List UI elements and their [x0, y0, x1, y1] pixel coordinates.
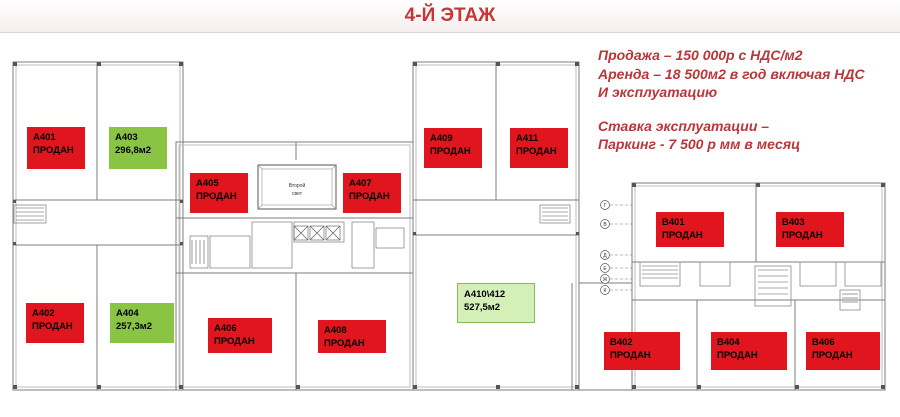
unit-code: В404	[717, 337, 740, 348]
axis-mark-label: Д	[603, 253, 607, 259]
axis-marker	[600, 263, 610, 273]
unit-code: А401	[33, 132, 56, 143]
unit-code: А402	[32, 308, 55, 319]
unit-code: А409	[430, 133, 453, 144]
unit-status: 527,5м2	[464, 302, 501, 313]
unit-a411[interactable]: А411 ПРОДАН	[510, 128, 568, 168]
unit-status: ПРОДАН	[662, 230, 703, 241]
axis-mark-label: В	[603, 222, 607, 228]
axis-mark-label: Г	[604, 203, 607, 209]
unit-status: ПРОДАН	[812, 350, 853, 361]
unit-status: ПРОДАН	[717, 350, 758, 361]
unit-a406[interactable]: А406 ПРОДАН	[208, 318, 272, 353]
atrium-label-line1: Второй	[289, 182, 306, 189]
unit-status: 296,8м2	[115, 145, 152, 156]
unit-b406[interactable]: В406 ПРОДАН	[806, 332, 880, 370]
axis-marker	[600, 250, 610, 260]
unit-a402[interactable]: А402 ПРОДАН	[26, 303, 84, 343]
unit-status: ПРОДАН	[610, 350, 651, 361]
unit-code: А407	[349, 178, 372, 189]
unit-status: ПРОДАН	[349, 191, 390, 202]
unit-status: ПРОДАН	[516, 146, 557, 157]
price-rent-note: И эксплуатацию	[598, 84, 718, 100]
unit-status: ПРОДАН	[196, 191, 237, 202]
unit-code: А411	[516, 133, 539, 144]
price-parking: Паркинг - 7 500 р мм в месяц	[598, 136, 801, 152]
axis-mark-label: Е	[603, 266, 607, 272]
price-maintenance: Ставка эксплуатации –	[598, 117, 770, 134]
unit-a409[interactable]: А409 ПРОДАН	[424, 128, 482, 168]
unit-status: ПРОДАН	[214, 336, 255, 347]
atrium-label-line2: свет	[292, 191, 303, 197]
unit-a404[interactable]: А404 257,3м2	[110, 303, 174, 343]
price-sale: Продажа – 150 000р с НДС/м2	[598, 47, 803, 63]
atrium-void	[257, 164, 337, 210]
unit-code: А406	[214, 323, 237, 334]
price-rent: Аренда – 18 500м2 в год включая НДС	[598, 65, 865, 82]
unit-status: ПРОДАН	[32, 321, 73, 332]
unit-b403[interactable]: В403 ПРОДАН	[776, 212, 844, 247]
unit-b404[interactable]: В404 ПРОДАН	[711, 332, 787, 370]
axis-marker	[600, 274, 610, 284]
axis-marker	[600, 285, 610, 295]
axis-marker	[600, 200, 610, 210]
unit-status: ПРОДАН	[782, 230, 823, 241]
axis-mark-label: Ж	[603, 277, 608, 283]
page-title: 4-Й ЭТАЖ	[0, 0, 900, 33]
unit-code: А403	[115, 132, 138, 143]
unit-status: ПРОДАН	[430, 146, 471, 157]
unit-code: А410\412	[464, 289, 506, 300]
unit-b402[interactable]: В402 ПРОДАН	[604, 332, 680, 370]
unit-a408[interactable]: А408 ПРОДАН	[318, 320, 386, 353]
unit-a407[interactable]: А407 ПРОДАН	[343, 173, 401, 213]
unit-code: В406	[812, 337, 835, 348]
axis-marker	[600, 219, 610, 229]
unit-a410-412[interactable]: А410\412 527,5м2	[457, 283, 535, 323]
unit-code: А404	[116, 308, 139, 319]
unit-a405[interactable]: А405 ПРОДАН	[190, 173, 248, 213]
unit-b401[interactable]: В401 ПРОДАН	[656, 212, 724, 247]
unit-code: В401	[662, 217, 685, 228]
unit-status: 257,3м2	[116, 321, 153, 332]
unit-status: ПРОДАН	[33, 145, 74, 156]
unit-a403[interactable]: А403 296,8м2	[109, 127, 167, 169]
unit-code: В403	[782, 217, 805, 228]
unit-a401[interactable]: А401 ПРОДАН	[27, 127, 85, 169]
axis-mark-label: К	[604, 288, 607, 294]
pricing-block: Продажа – 150 000р с НДС/м2 Аренда – 18 …	[598, 46, 898, 154]
unit-code: В402	[610, 337, 633, 348]
unit-code: А408	[324, 325, 347, 336]
unit-status: ПРОДАН	[324, 338, 365, 349]
unit-code: А405	[196, 178, 219, 189]
